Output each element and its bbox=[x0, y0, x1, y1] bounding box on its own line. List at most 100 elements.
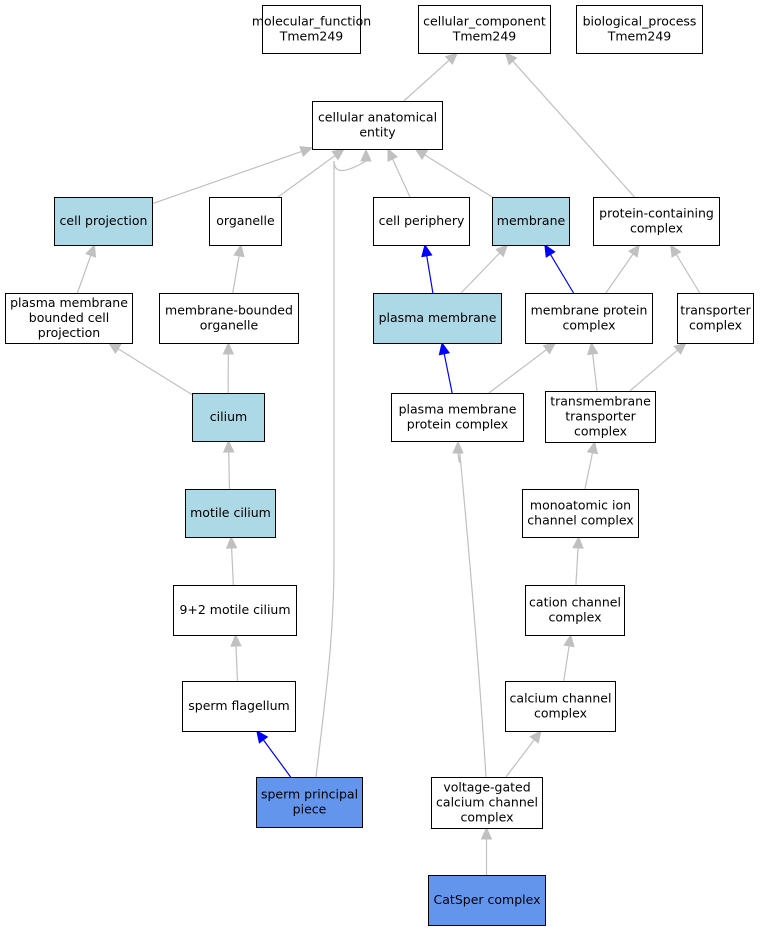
node-label-line: bounded cell bbox=[29, 310, 109, 325]
node-box bbox=[192, 393, 265, 442]
edge-arrowhead bbox=[586, 440, 599, 455]
node-box bbox=[312, 101, 443, 150]
node-cper[interactable]: cell periphery bbox=[373, 197, 470, 246]
node-box bbox=[428, 875, 546, 926]
node-box bbox=[173, 585, 297, 636]
edge-arrowhead bbox=[542, 342, 557, 355]
node-label-line: protein complex bbox=[407, 417, 508, 432]
node-label-line: calcium channel bbox=[436, 795, 538, 810]
node-box bbox=[545, 391, 656, 443]
edge-line bbox=[584, 452, 594, 490]
node-box bbox=[431, 777, 543, 829]
edge-pmpc-to-mpc bbox=[488, 342, 557, 394]
node-label-line: transporter bbox=[680, 303, 751, 318]
edge-line bbox=[460, 252, 501, 294]
edge-line bbox=[505, 739, 535, 778]
node-label-line: molecular_function bbox=[252, 14, 371, 29]
node-label-line: piece bbox=[293, 802, 327, 817]
edge-line bbox=[488, 349, 547, 394]
node-label-line: membrane protein bbox=[531, 303, 648, 318]
node-label-line: cell projection bbox=[60, 213, 148, 228]
nodes-layer: molecular_functionTmem249cellular_compon… bbox=[5, 5, 754, 926]
edge-cil-to-mbo bbox=[222, 341, 235, 394]
edge-arrowhead bbox=[444, 52, 459, 65]
node-label-line: Tmem249 bbox=[452, 29, 517, 44]
edge-arrowhead bbox=[669, 243, 682, 258]
edge-arrowhead bbox=[230, 633, 242, 647]
edge-line bbox=[443, 353, 453, 394]
node-label-line: complex bbox=[461, 810, 514, 825]
edge-arrowhead bbox=[414, 148, 429, 160]
edge-spp-to-cae bbox=[315, 148, 372, 778]
node-box bbox=[373, 197, 470, 246]
node-org[interactable]: organelle bbox=[209, 197, 282, 246]
node-box bbox=[373, 293, 502, 344]
node-box bbox=[522, 489, 639, 538]
edge-line bbox=[575, 547, 579, 586]
edge-spp-to-sf bbox=[256, 730, 292, 778]
edge-line-tail bbox=[333, 160, 367, 172]
node-label-line: complex bbox=[563, 318, 616, 333]
edge-line-tail bbox=[457, 452, 461, 464]
node-label-line: Tmem249 bbox=[279, 29, 344, 44]
edge-line bbox=[76, 255, 92, 294]
node-label-line: cell periphery bbox=[379, 213, 465, 228]
node-label-line: biological_process bbox=[583, 14, 697, 29]
node-box bbox=[262, 5, 361, 54]
node-mcil[interactable]: motile cilium bbox=[185, 489, 276, 538]
node-m92[interactable]: 9+2 motile cilium bbox=[173, 585, 297, 636]
node-label-line: complex bbox=[574, 424, 627, 439]
edge-line bbox=[228, 451, 231, 490]
node-cproj[interactable]: cell projection bbox=[54, 197, 153, 246]
edge-line bbox=[629, 349, 678, 392]
node-label-line: transmembrane bbox=[550, 394, 651, 409]
node-box bbox=[185, 489, 276, 538]
edge-cper-to-cae bbox=[387, 147, 411, 198]
node-cil[interactable]: cilium bbox=[192, 393, 265, 442]
node-mem[interactable]: membrane bbox=[492, 197, 570, 246]
edge-mich-to-tmtc bbox=[584, 440, 599, 490]
edge-tc-to-pcc bbox=[669, 243, 701, 294]
node-label-line: entity bbox=[359, 125, 396, 140]
edge-line bbox=[563, 645, 570, 682]
node-label-line: monoatomic ion bbox=[530, 498, 631, 513]
node-box bbox=[209, 197, 282, 246]
node-csp[interactable]: CatSper complex bbox=[428, 875, 546, 926]
node-sf[interactable]: sperm flagellum bbox=[182, 681, 296, 732]
node-box bbox=[525, 585, 625, 636]
edge-arrowhead bbox=[544, 243, 556, 258]
edge-mpc-to-pcc bbox=[605, 244, 640, 294]
node-label-line: projection bbox=[38, 325, 100, 340]
edge-cat-to-mich bbox=[572, 535, 584, 586]
node-box bbox=[576, 5, 703, 54]
edge-arrowhead bbox=[387, 147, 399, 162]
node-box bbox=[54, 197, 153, 246]
edge-line bbox=[426, 255, 434, 294]
node-label-line: cilium bbox=[210, 409, 247, 424]
node-box bbox=[182, 681, 296, 732]
edge-arrowhead bbox=[452, 440, 464, 454]
node-label-line: complex bbox=[534, 706, 587, 721]
edge-mpc-to-mem bbox=[544, 243, 575, 294]
node-label-line: organelle bbox=[216, 213, 275, 228]
edge-pm-to-cper bbox=[421, 243, 434, 294]
edge-pmpc-to-pm bbox=[438, 341, 453, 394]
node-pm[interactable]: plasma membrane bbox=[373, 293, 502, 344]
